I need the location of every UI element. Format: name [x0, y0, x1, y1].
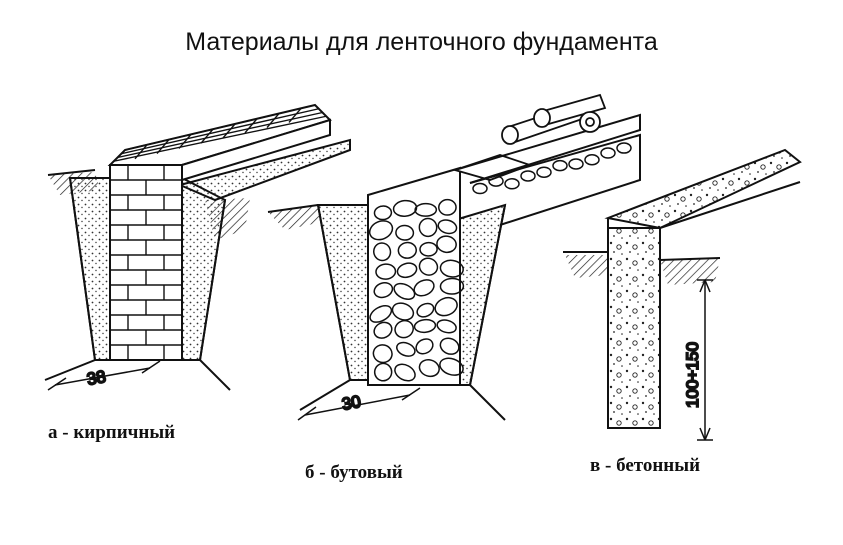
dimension-label-brick: 38	[85, 367, 107, 389]
caption-concrete: в - бетонный	[590, 455, 701, 476]
concrete-foundation: 100÷150	[563, 148, 802, 441]
diagram-title: Материалы для ленточного фундамента	[185, 28, 658, 56]
caption-brick: а - кирпичный	[48, 422, 176, 443]
caption-rubble: б - бутовый	[305, 462, 403, 483]
dimension-label-rubble: 30	[340, 392, 362, 414]
brick-foundation: 38	[44, 103, 351, 391]
insulation-roll-icon	[501, 93, 607, 145]
rubble-foundation: 30	[267, 93, 641, 421]
dimension-label-concrete: 100÷150	[683, 342, 702, 408]
